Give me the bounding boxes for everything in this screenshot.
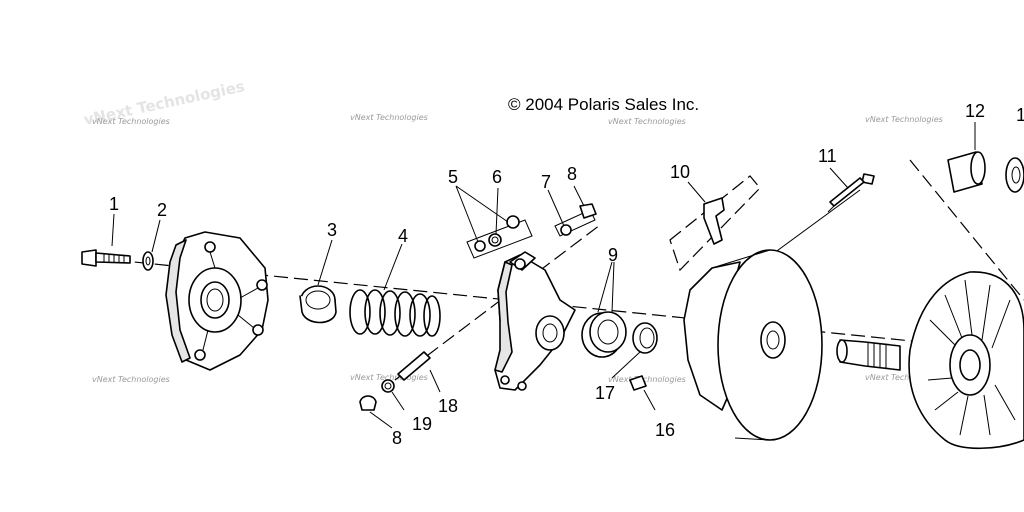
watermark-label: vNext Technologies (92, 117, 170, 126)
part-10-weight (669, 175, 761, 272)
part-2-washer (142, 251, 154, 271)
callout-7: 7 (541, 172, 551, 192)
watermark-label: vNext Technologies (865, 115, 943, 124)
part-16-nut (629, 375, 656, 411)
cover-plate (165, 231, 269, 371)
fixed-sheave (836, 271, 1024, 450)
callout-labels: 1 2 3 4 5 6 7 8 9 10 11 12 1 17 16 18 19… (109, 101, 1024, 448)
leader-line (317, 239, 333, 286)
callout-8b: 8 (392, 428, 402, 448)
callout-3: 3 (327, 220, 337, 240)
watermark-label: vNext Technologies (350, 113, 428, 122)
parts-5-6-group (455, 185, 533, 259)
watermark-label: vNext Technologies (865, 373, 943, 382)
part-1-bolt (81, 249, 131, 267)
callout-18: 18 (438, 396, 458, 416)
watermark-label: vNext Technologies (350, 373, 428, 382)
part-17-bushing (611, 322, 658, 379)
parts-7-8-group (547, 185, 597, 237)
copyright-text: © 2004 Polaris Sales Inc. (508, 95, 699, 114)
callout-9: 9 (608, 245, 618, 265)
callout-17: 17 (595, 383, 615, 403)
callout-6: 6 (492, 167, 502, 187)
moveable-sheave (683, 249, 823, 441)
part-9-rollers (581, 261, 627, 358)
part-4-spring (349, 289, 441, 337)
callout-10: 10 (670, 162, 690, 182)
pin-axis-line (394, 224, 601, 381)
part-3-ring (299, 285, 337, 324)
callout-11: 11 (818, 146, 837, 166)
callout-8: 8 (567, 164, 577, 184)
parts-18-19-8-group (359, 351, 441, 429)
watermark-label: vNext Technologies (92, 375, 170, 384)
callout-5: 5 (448, 167, 458, 187)
leader-line (383, 243, 403, 291)
callout-2: 2 (157, 200, 167, 220)
callout-16: 16 (655, 420, 675, 440)
bushing-axis-line (909, 159, 1024, 301)
part-12-bushing (947, 122, 986, 193)
watermark-label: vNext Technologies (608, 117, 686, 126)
spider-assembly (494, 251, 576, 391)
watermark-label: vNext Technologies (608, 375, 686, 384)
callout-13: 1 (1016, 105, 1024, 125)
callout-12: 12 (965, 101, 985, 121)
callout-19: 19 (412, 414, 432, 434)
part-13-washer (1005, 157, 1024, 193)
leader-line (151, 219, 161, 253)
part-11-pin (827, 167, 875, 213)
leader-line (111, 213, 115, 247)
callout-1: 1 (109, 194, 119, 214)
callout-4: 4 (398, 226, 408, 246)
